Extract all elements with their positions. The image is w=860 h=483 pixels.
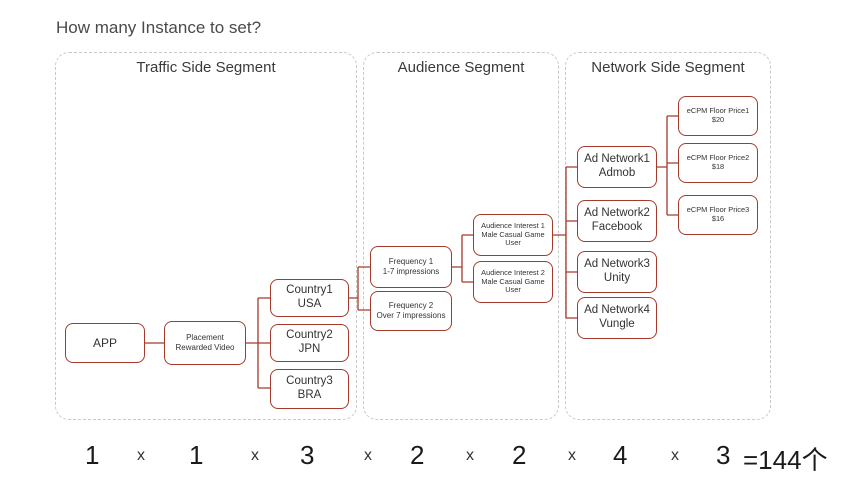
audience-detail: Male Casual Game <box>481 276 545 286</box>
audience-detail: User <box>505 285 521 295</box>
floor-price-node-2: eCPM Floor Price2 $18 <box>678 143 758 183</box>
ad-network-value: Unity <box>603 272 631 284</box>
floor-price-label: eCPM Floor Price2 <box>686 153 750 163</box>
placement-value: Rewarded Video <box>175 343 235 352</box>
connector-frequency-audiences <box>452 234 473 283</box>
frequency-value: 1-7 impressions <box>382 267 440 276</box>
ad-network-node-3: Ad Network3 Unity <box>577 251 657 293</box>
country-node-2: Country2 JPN <box>270 324 349 362</box>
audience-segment: Audience Segment <box>363 52 559 420</box>
formula-factor: 3 <box>716 440 731 470</box>
audience-node-1: Audience Interest 1 Male Casual Game Use… <box>473 214 553 256</box>
formula-times: x <box>364 447 372 464</box>
ad-network-node-4: Ad Network4 Vungle <box>577 297 657 339</box>
app-node: APP <box>65 323 145 363</box>
country-node-3: Country3 BRA <box>270 369 349 409</box>
ad-network-label: Ad Network4 <box>584 304 650 317</box>
formula-times: x <box>251 447 259 464</box>
audience-label: Audience Interest 1 <box>481 221 545 231</box>
segment-title: Network Side Segment <box>591 59 745 76</box>
formula-times: x <box>466 447 474 464</box>
app-label: APP <box>92 335 117 350</box>
ad-network-node-2: Ad Network2 Facebook <box>577 200 657 242</box>
country-value: BRA <box>297 389 322 401</box>
floor-price-label: eCPM Floor Price1 <box>686 106 750 116</box>
country-value: JPN <box>298 343 321 355</box>
audience-detail: Male Casual Game <box>481 229 545 239</box>
country-label: Country3 <box>286 375 333 388</box>
audience-node-2: Audience Interest 2 Male Casual Game Use… <box>473 261 553 303</box>
formula-factor: 3 <box>300 440 315 470</box>
frequency-label: Frequency 1 <box>388 257 434 267</box>
ad-network-value: Vungle <box>599 318 635 330</box>
formula-factor: 2 <box>512 440 527 470</box>
placement-node: Placement Rewarded Video <box>164 321 246 365</box>
connector-placement-countries <box>246 297 270 389</box>
formula-times: x <box>568 447 576 464</box>
ad-network-node-1: Ad Network1 Admob <box>577 146 657 188</box>
frequency-value: Over 7 impressions <box>376 311 446 320</box>
formula-times: x <box>137 447 145 464</box>
ad-network-label: Ad Network1 <box>584 153 650 166</box>
audience-label: Audience Interest 2 <box>481 268 545 278</box>
formula-factor: 4 <box>613 440 628 470</box>
page-title: How many Instance to set? <box>56 18 262 37</box>
formula-result: =144个 <box>743 445 828 475</box>
frequency-label: Frequency 2 <box>388 301 434 311</box>
ad-network-value: Facebook <box>591 221 643 233</box>
country-label: Country2 <box>286 329 333 342</box>
segment-title: Traffic Side Segment <box>136 59 276 76</box>
ad-network-value: Admob <box>598 167 636 179</box>
formula-times: x <box>671 447 679 464</box>
floor-price-value: $20 <box>711 115 725 124</box>
floor-price-value: $18 <box>711 162 725 171</box>
connector-network-floors <box>657 115 678 216</box>
formula-factor: 2 <box>410 440 425 470</box>
country-value: USA <box>297 298 322 310</box>
floor-price-node-1: eCPM Floor Price1 $20 <box>678 96 758 136</box>
frequency-node-1: Frequency 1 1-7 impressions <box>370 246 452 288</box>
ad-network-label: Ad Network3 <box>584 258 650 271</box>
formula-factor: 1 <box>189 440 204 470</box>
segment-title: Audience Segment <box>397 59 525 76</box>
formula-factor: 1 <box>85 440 100 470</box>
frequency-node-2: Frequency 2 Over 7 impressions <box>370 291 452 331</box>
country-label: Country1 <box>286 284 333 297</box>
floor-price-label: eCPM Floor Price3 <box>686 205 750 215</box>
connector-audience-networks <box>553 166 577 319</box>
ad-network-label: Ad Network2 <box>584 207 650 220</box>
traffic-side-segment: Traffic Side Segment <box>55 52 357 420</box>
connector-country-frequencies <box>349 266 370 311</box>
floor-price-value: $16 <box>711 214 725 223</box>
floor-price-node-3: eCPM Floor Price3 $16 <box>678 195 758 235</box>
audience-detail: User <box>505 238 521 248</box>
placement-label: Placement <box>186 333 224 343</box>
country-node-1: Country1 USA <box>270 279 349 317</box>
